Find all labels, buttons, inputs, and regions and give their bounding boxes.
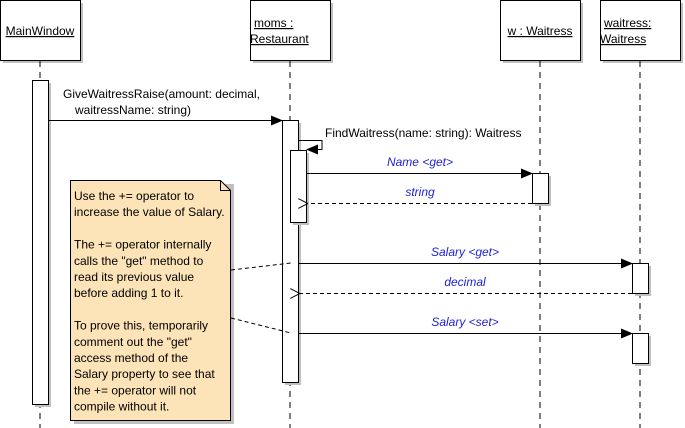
- activation-waitress-get[interactable]: [632, 263, 652, 297]
- message-label: string: [405, 185, 435, 199]
- message-label: waitressName: string): [74, 103, 191, 117]
- message-arrow: [299, 140, 323, 155]
- message-name-get[interactable]: Name <get>: [307, 155, 533, 179]
- note-fold: [220, 180, 231, 191]
- message-label: Salary <get>: [431, 245, 499, 259]
- note-line: calls the "get" method to: [74, 254, 204, 268]
- lifeline-w[interactable]: w : Waitress: [500, 0, 584, 428]
- note-line: access method of the: [74, 351, 188, 365]
- message-find-waitress[interactable]: FindWaitress(name: string): Waitress: [299, 126, 521, 155]
- note-line: increase the value of Salary.: [74, 205, 225, 219]
- lifeline-moms[interactable]: moms : Restaurant: [250, 0, 333, 428]
- message-decimal-return[interactable]: decimal: [299, 275, 632, 294]
- note-line: read its previous value: [74, 270, 194, 284]
- note-line: The += operator internally: [74, 238, 211, 252]
- lifeline-label: MainWindow: [6, 24, 75, 38]
- lifeline-label: w : Waitress: [507, 24, 573, 38]
- activation-w[interactable]: [532, 173, 552, 207]
- message-give-waitress-raise[interactable]: GiveWaitressRaise(amount: decimal, waitr…: [49, 87, 283, 126]
- note-line: Salary property to see that: [74, 367, 215, 381]
- activation-moms-nested[interactable]: [290, 150, 310, 226]
- lifeline-mainwindow[interactable]: MainWindow: [0, 0, 84, 428]
- activation-mainwindow[interactable]: [32, 80, 52, 408]
- note-line: compile without it.: [74, 400, 169, 414]
- message-label: Name <get>: [387, 155, 453, 169]
- note-line: before adding 1 to it.: [74, 286, 183, 300]
- note[interactable]: Use the += operator to increase the value…: [70, 180, 292, 425]
- lifeline-label: Restaurant: [250, 32, 309, 46]
- message-salary-set[interactable]: Salary <set>: [299, 315, 633, 339]
- note-connector: [230, 317, 292, 334]
- lifeline-waitress[interactable]: waitress: Waitress: [600, 0, 683, 428]
- activation-waitress-set[interactable]: [632, 333, 652, 367]
- lifeline-label: moms :: [254, 16, 293, 30]
- lifeline-label: waitress:: [603, 16, 651, 30]
- note-text: Use the += operator to increase the value…: [74, 189, 225, 414]
- note-line: Use the += operator to: [74, 189, 194, 203]
- message-label: Salary <set>: [431, 315, 498, 329]
- note-connector: [230, 262, 292, 271]
- message-string-return[interactable]: string: [307, 185, 532, 204]
- note-line: comment out the "get": [74, 335, 192, 349]
- message-label: decimal: [444, 275, 486, 289]
- message-salary-get[interactable]: Salary <get>: [299, 245, 633, 269]
- note-line: the += operator will not: [74, 383, 197, 397]
- note-body: [70, 180, 231, 421]
- message-label: GiveWaitressRaise(amount: decimal,: [63, 87, 260, 101]
- note-line: To prove this, temporarily: [74, 319, 208, 333]
- lifeline-label: Waitress: [600, 32, 646, 46]
- message-label: FindWaitress(name: string): Waitress: [325, 126, 521, 140]
